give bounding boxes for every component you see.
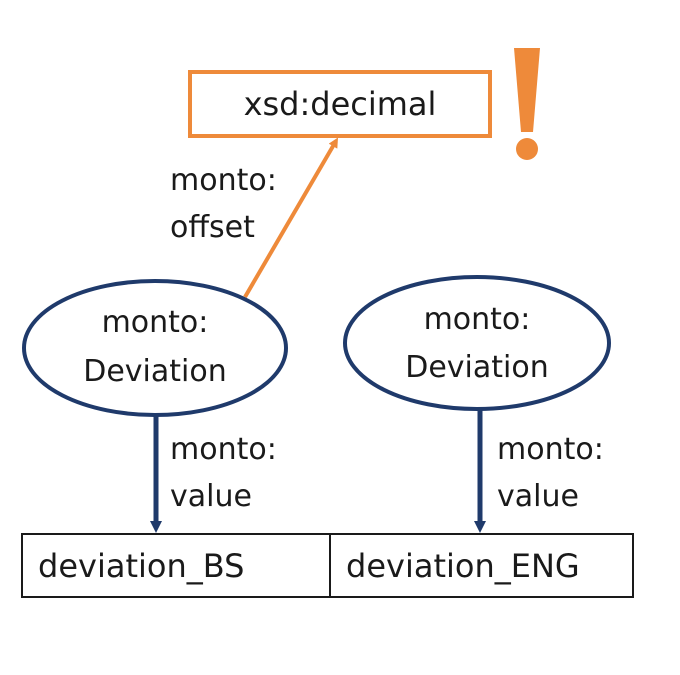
- deviation-node-left-prefix: monto:: [101, 305, 209, 340]
- value-edge-right-label-name: value: [497, 479, 579, 514]
- offset-edge-label-name: offset: [170, 210, 255, 245]
- deviation-node-right-prefix: monto:: [423, 302, 531, 337]
- offset-edge-label-prefix: monto:: [170, 163, 277, 198]
- value-edge-left-label-prefix: monto:: [170, 432, 277, 467]
- datatype-label: xsd:decimal: [243, 85, 437, 123]
- literal-right-label: deviation_ENG: [346, 547, 580, 585]
- deviation-node-right: [343, 275, 611, 411]
- value-edge-left-label-name: value: [170, 479, 252, 514]
- value-edge-right-label-prefix: monto:: [497, 432, 604, 467]
- literal-left-label: deviation_BS: [38, 547, 245, 585]
- warning-exclamation-icon: [514, 48, 540, 160]
- deviation-node-right-name: Deviation: [405, 350, 549, 385]
- deviation-node-left-name: Deviation: [83, 354, 227, 389]
- datatype-box: [188, 70, 492, 138]
- literal-box-right: [329, 533, 634, 598]
- offset-edge-arrow: [243, 137, 339, 299]
